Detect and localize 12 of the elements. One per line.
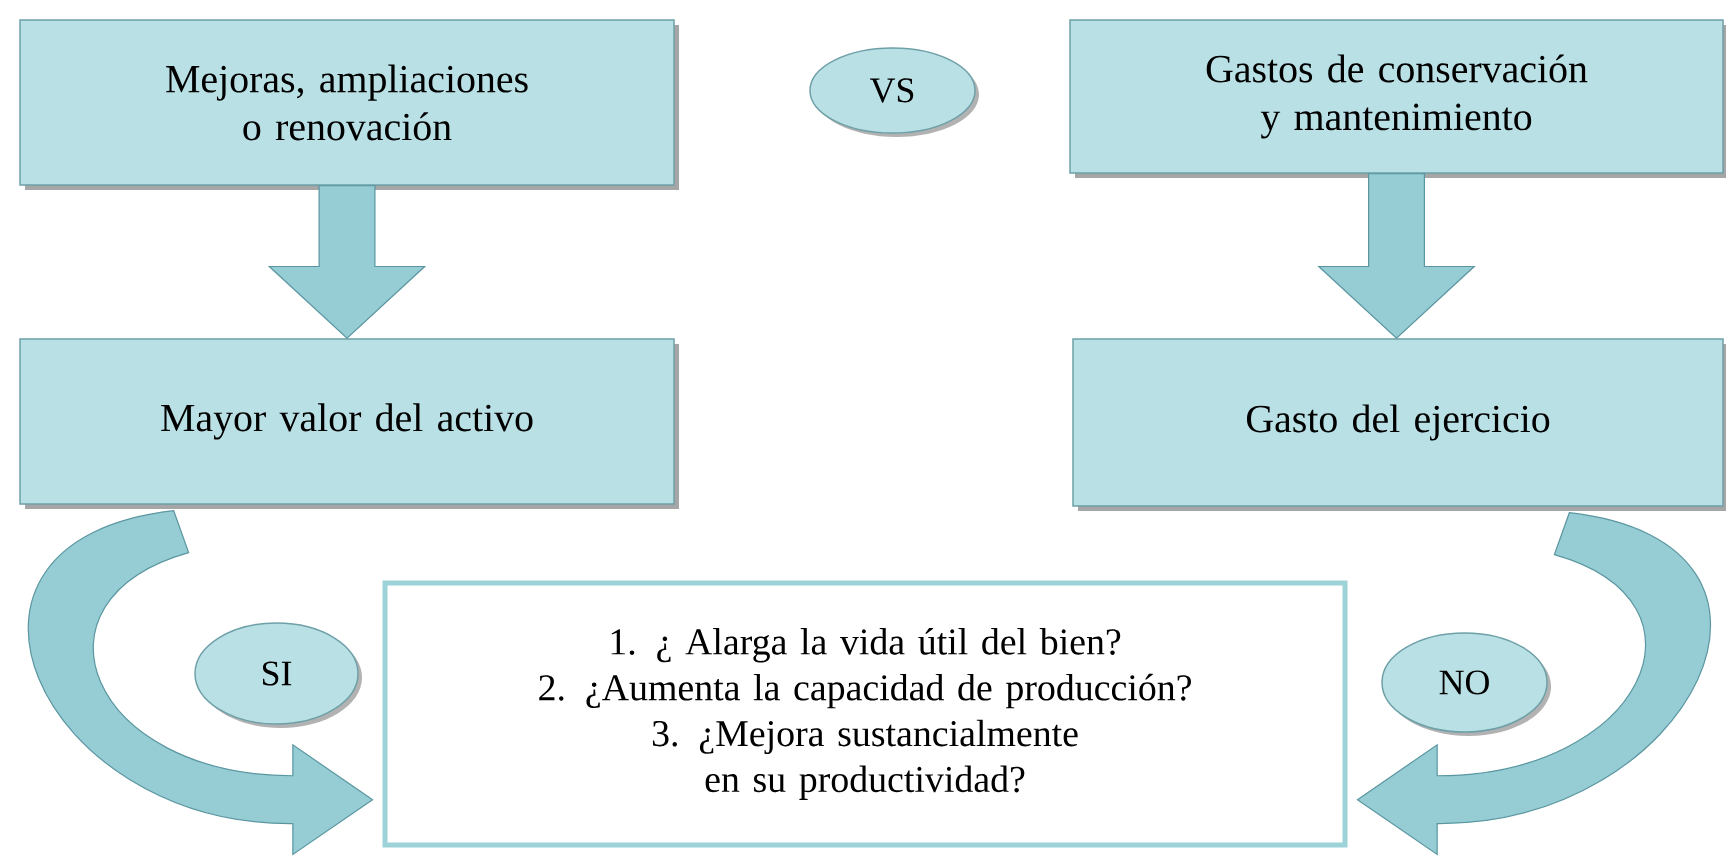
oval-label: NO <box>1381 632 1551 736</box>
process-box: Gastos de conservación y mantenimiento <box>1069 19 1726 178</box>
oval-label: SI <box>194 622 362 728</box>
block-arrow <box>267 185 427 340</box>
block-arrow <box>1356 512 1710 856</box>
question-box: 1. ¿ Alarga la vida útil del bien? 2. ¿Aumenta la capacidad de producción? 3. ¿Mejora sustancialmente en su productividad? <box>382 580 1348 848</box>
block-arrow <box>1317 173 1476 340</box>
process-box: Mayor valor del activo <box>19 338 679 509</box>
process-box: Gasto del ejercicio <box>1072 338 1726 511</box>
process-box: Mejoras, ampliaciones o renovación <box>19 19 679 190</box>
oval-label: VS <box>809 47 979 137</box>
block-arrow <box>28 510 374 856</box>
